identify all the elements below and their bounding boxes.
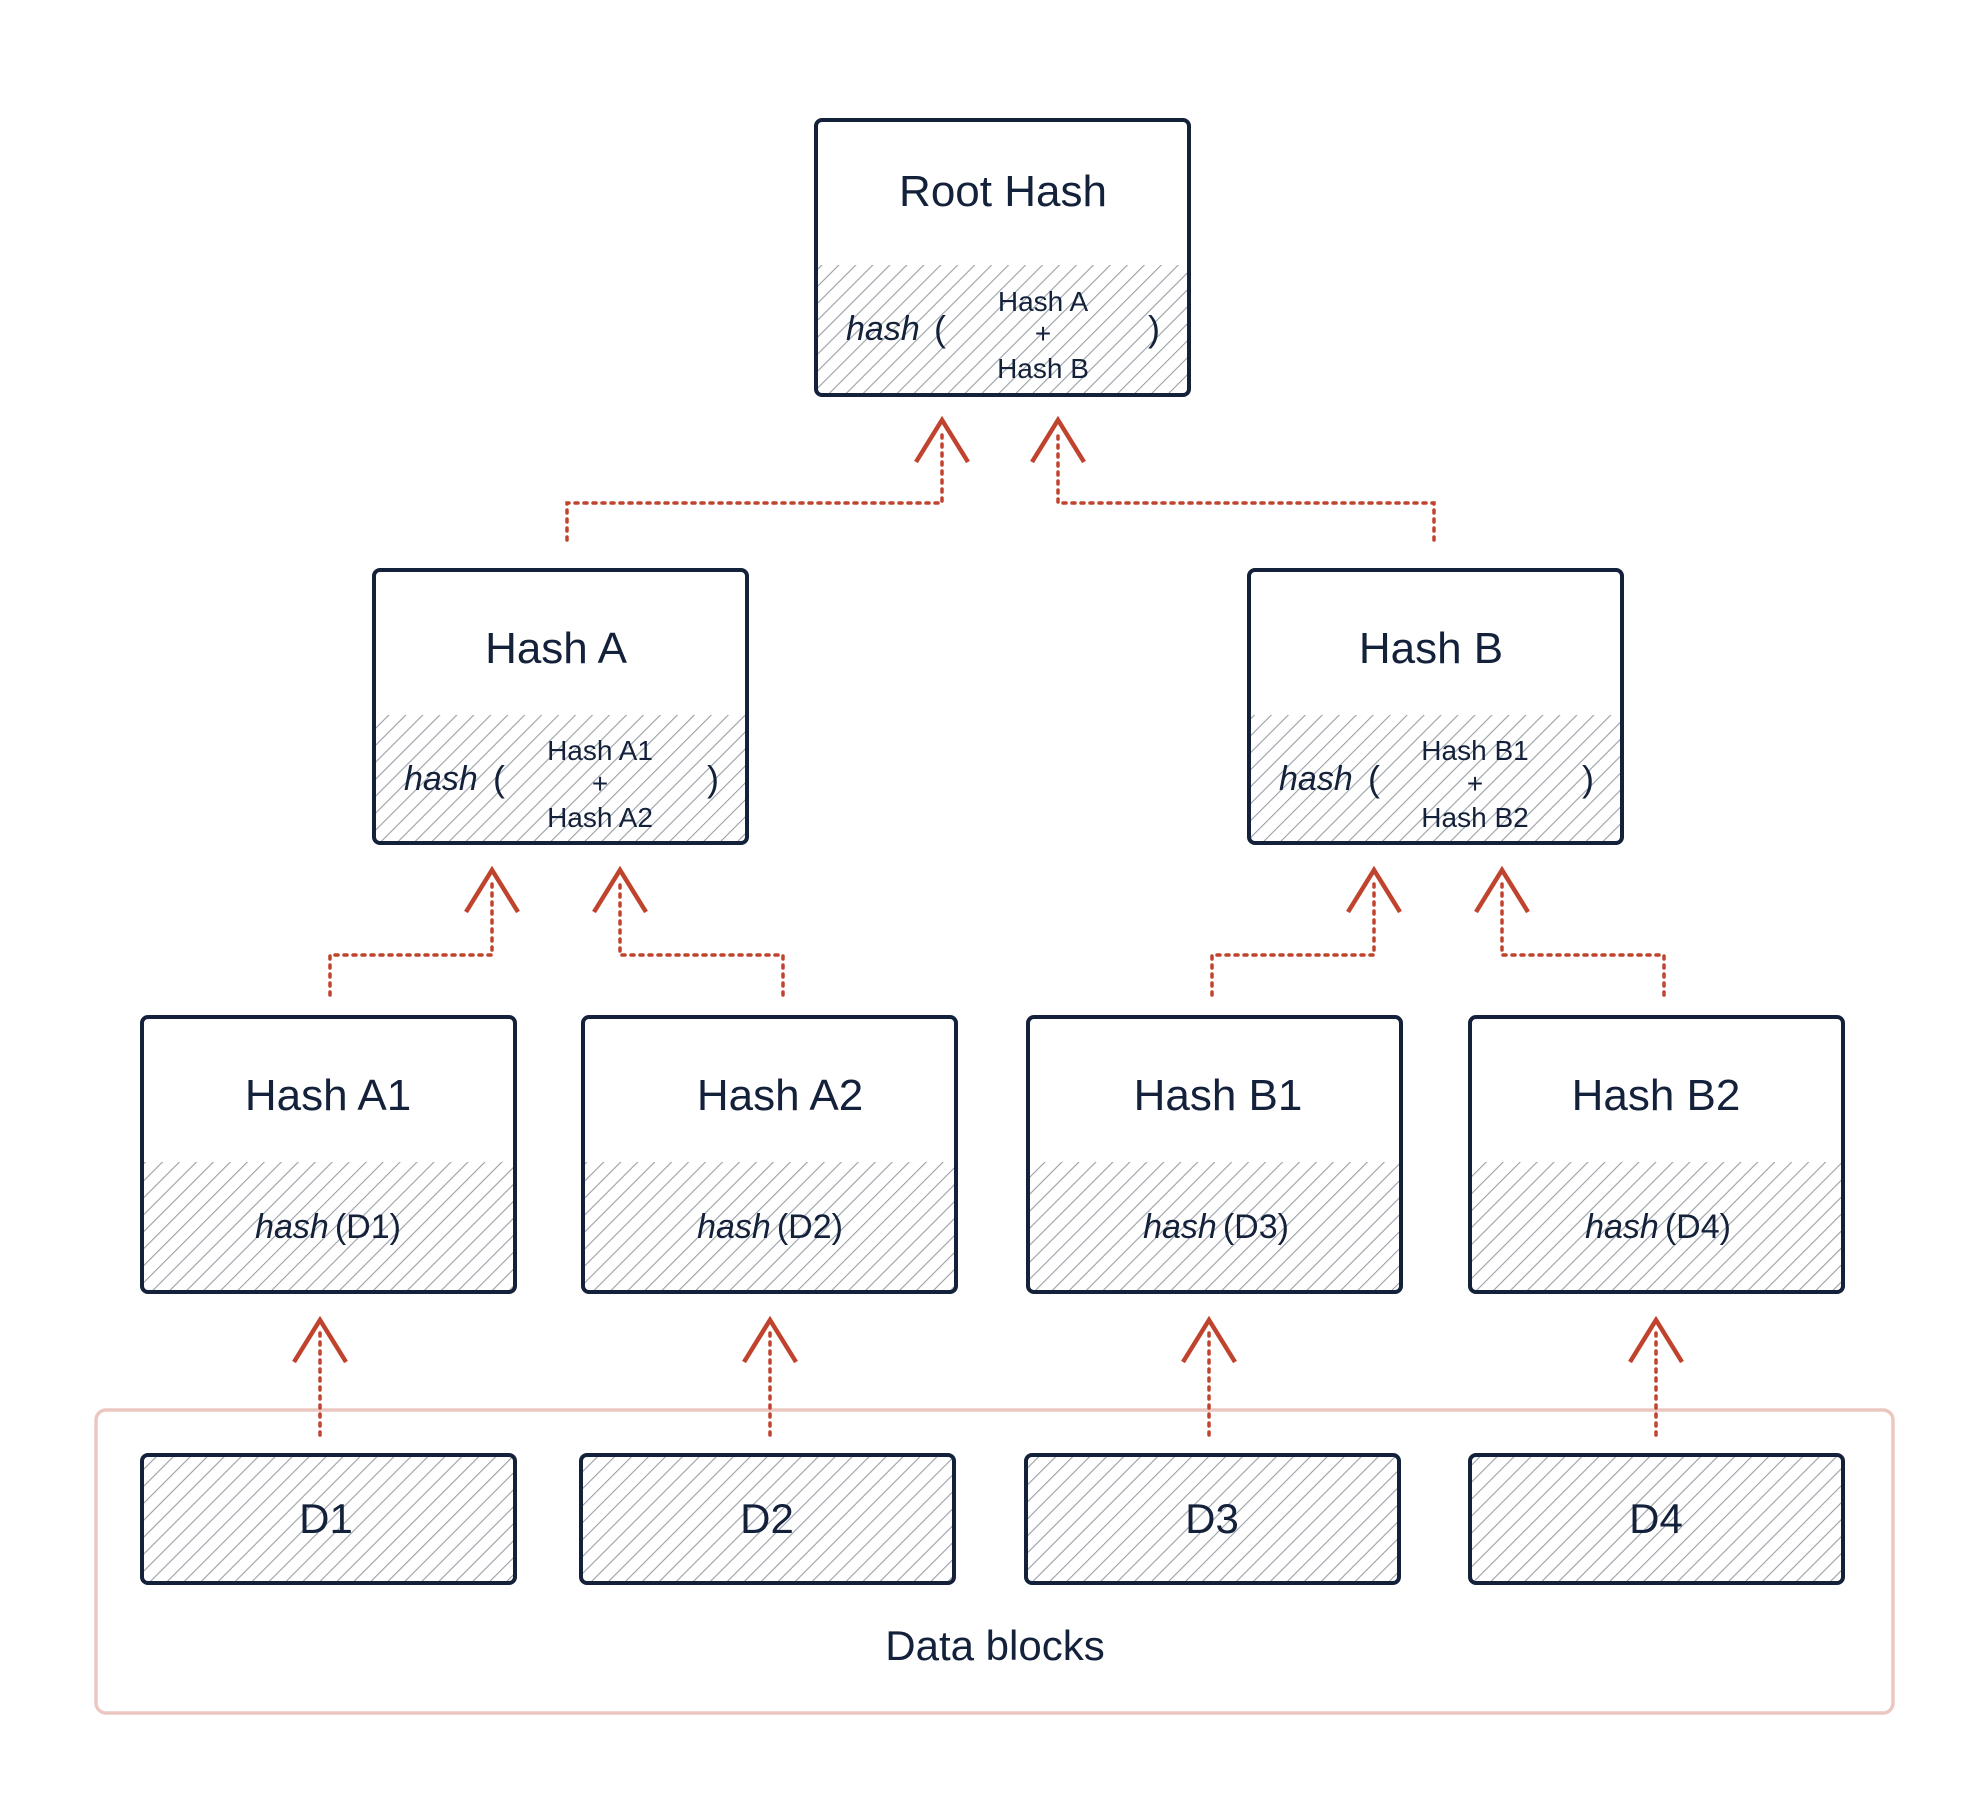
data-block-d2: D2	[579, 1453, 956, 1585]
hash-a1-formula: hash(D1)	[255, 1208, 401, 1246]
arrow-d4-to-hash-b2	[1628, 1315, 1684, 1437]
hash-a2-fn: hash	[697, 1208, 771, 1246]
arrow-hash-a2-to-hash-a	[592, 865, 785, 997]
root-hash-plus: +	[1035, 318, 1051, 349]
hash-a-title: Hash A	[485, 624, 628, 673]
arrow-hash-b-to-root	[1030, 415, 1436, 542]
arrow-d2-to-hash-a2	[742, 1315, 798, 1437]
root-hash-arg2: Hash B	[997, 353, 1089, 384]
hash-a2-arg: (D2)	[777, 1208, 843, 1246]
data-blocks-label: Data blocks	[885, 1622, 1104, 1669]
hash-a2-formula: hash(D2)	[697, 1208, 843, 1246]
hash-b2-formula: hash(D4)	[1585, 1208, 1731, 1246]
hash-a1-title: Hash A1	[245, 1071, 411, 1120]
hash-a2-node: Hash A2 hash(D2)	[581, 1015, 958, 1294]
hash-b1-node: Hash B1 hash(D3)	[1026, 1015, 1403, 1294]
arrow-hash-b2-to-hash-b	[1474, 865, 1666, 997]
hash-b-node: Hash B hash ( Hash B1 + Hash B2 )	[1247, 568, 1624, 845]
arrow-hash-b1-to-hash-b	[1210, 865, 1402, 997]
hash-a1-fn: hash	[255, 1208, 329, 1246]
data-block-d3-label: D3	[1185, 1495, 1239, 1542]
root-hash-open-paren: (	[934, 308, 946, 349]
arrow-hash-a-to-root	[565, 415, 970, 542]
hash-a-open-paren: (	[493, 758, 505, 799]
arrow-d3-to-hash-b1	[1181, 1315, 1237, 1437]
hash-a-plus: +	[592, 768, 608, 799]
arrow-hash-a1-to-hash-a	[328, 865, 520, 997]
hash-b1-arg: (D3)	[1223, 1208, 1289, 1246]
hash-a2-title: Hash A2	[697, 1071, 863, 1120]
data-block-d1-label: D1	[299, 1495, 353, 1542]
root-hash-fn: hash	[846, 310, 920, 348]
hash-a-arg1: Hash A1	[547, 735, 653, 766]
root-hash-title: Root Hash	[899, 167, 1107, 216]
hash-b-arg1: Hash B1	[1421, 735, 1528, 766]
hash-a-fn: hash	[404, 760, 478, 798]
arrow-d1-to-hash-a1	[292, 1315, 348, 1437]
root-hash-arg1: Hash A	[998, 286, 1089, 317]
hash-b2-fn: hash	[1585, 1208, 1659, 1246]
hash-b1-formula: hash(D3)	[1143, 1208, 1289, 1246]
hash-b2-title: Hash B2	[1572, 1071, 1741, 1120]
hash-b-open-paren: (	[1368, 758, 1380, 799]
hash-b1-title: Hash B1	[1134, 1071, 1303, 1120]
hash-b-fn: hash	[1279, 760, 1353, 798]
hash-b-close-paren: )	[1582, 758, 1594, 799]
data-block-d4: D4	[1468, 1453, 1845, 1585]
data-block-d1: D1	[140, 1453, 517, 1585]
hash-a-close-paren: )	[707, 758, 719, 799]
hash-b2-arg: (D4)	[1665, 1208, 1731, 1246]
root-hash-close-paren: )	[1148, 308, 1160, 349]
data-block-d3: D3	[1024, 1453, 1401, 1585]
hash-b2-node: Hash B2 hash(D4)	[1468, 1015, 1845, 1294]
hash-b-arg2: Hash B2	[1421, 802, 1528, 833]
hash-b1-fn: hash	[1143, 1208, 1217, 1246]
hash-a1-node: Hash A1 hash(D1)	[140, 1015, 517, 1294]
hash-a1-arg: (D1)	[335, 1208, 401, 1246]
data-blocks-group	[94, 1408, 1895, 1715]
hash-b-plus: +	[1467, 768, 1483, 799]
hash-a-node: Hash A hash ( Hash A1 + Hash A2 )	[372, 568, 749, 845]
hash-a-arg2: Hash A2	[547, 802, 653, 833]
root-hash-node: Root Hash hash ( Hash A + Hash B )	[814, 118, 1191, 397]
hash-b-title: Hash B	[1359, 624, 1503, 673]
data-block-d4-label: D4	[1629, 1495, 1683, 1542]
data-block-d2-label: D2	[740, 1495, 794, 1542]
